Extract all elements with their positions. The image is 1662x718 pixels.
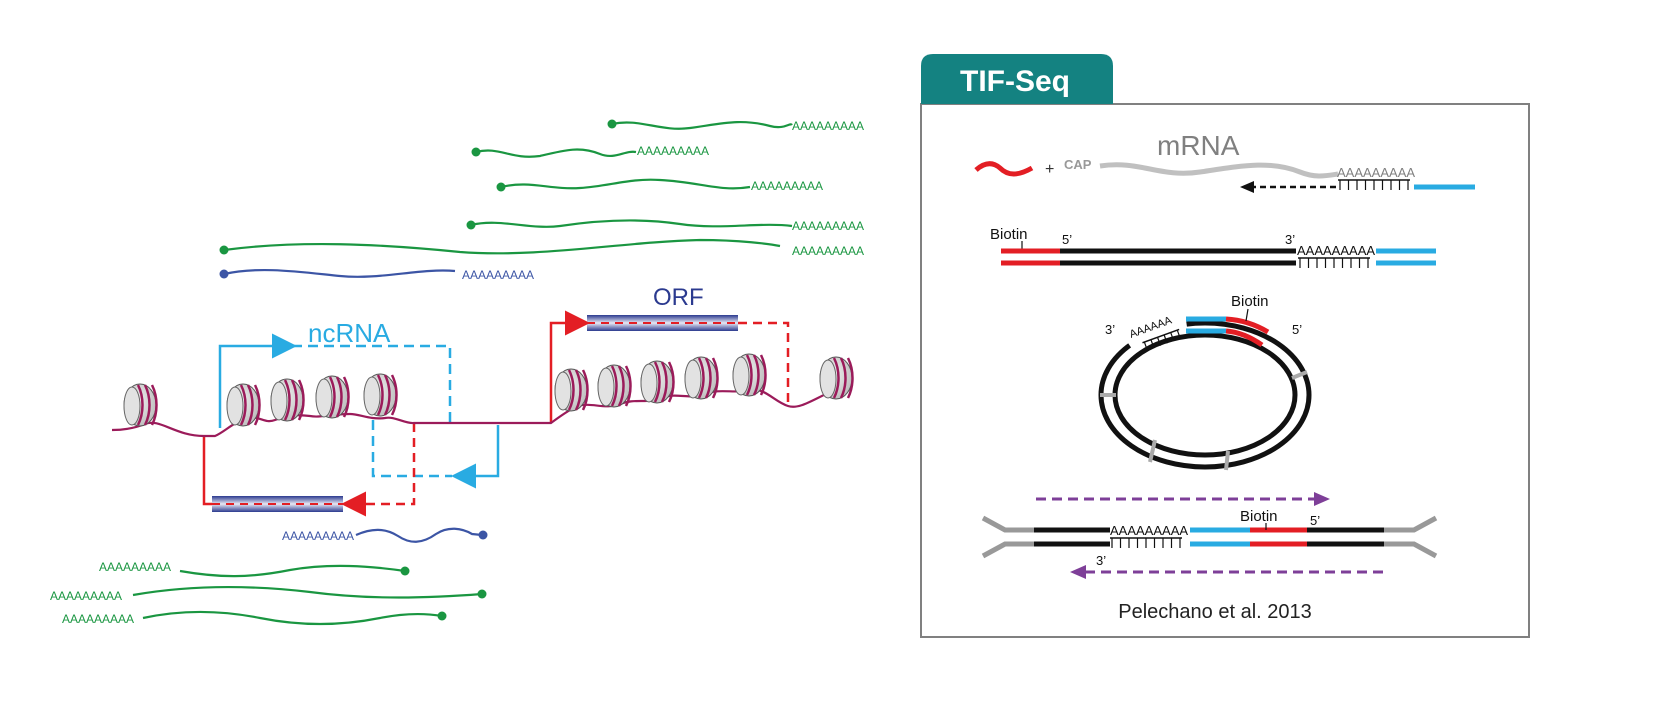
polya-tail: AAAAAAAAA [462, 268, 534, 282]
polya-tail: AAAAAAAAA [637, 144, 709, 158]
bottom-transcripts: AAAAAAAAA AAAAAAAAA AAAAAAAAA [50, 560, 487, 626]
library-polya: AAAAAAAAA [1110, 523, 1188, 538]
tifseq-panel: TIF-Seq + CAP mRNA AAAAAAAAA Biotin 5’ 3… [920, 54, 1530, 638]
polya-tail: AAAAAAAAA [792, 244, 864, 258]
mrna-strand [1099, 162, 1339, 179]
orf-label: ORF [653, 284, 704, 311]
five-prime-label-1: 5’ [1062, 232, 1072, 247]
antisense-orf-bar [212, 496, 343, 512]
nucleosome [640, 360, 675, 404]
transcript-top-5: AAAAAAAAA [219, 238, 864, 258]
transcript-bottom-1: AAAAAAAAA [99, 560, 410, 578]
biotin-label-1: Biotin [990, 226, 1028, 243]
biotin-label-2: Biotin [1231, 293, 1269, 310]
ncrna-feature: ncRNA [218, 318, 500, 489]
transcript-bottom-blue: AAAAAAAAA [282, 527, 488, 543]
polya-tail: AAAAAAAAA [792, 119, 864, 133]
nucleosome [819, 356, 854, 400]
oligo-dt [1338, 179, 1410, 190]
antisense-orf-feature [202, 423, 416, 517]
plus-sign: + [1045, 161, 1054, 178]
ncrna-sense-arrow [218, 333, 297, 428]
three-prime-label-1: 3’ [1285, 232, 1295, 247]
transcript-top-4: AAAAAAAAA [466, 219, 864, 233]
mrna-label: mRNA [1157, 130, 1240, 161]
transcript-bottom-2: AAAAAAAAA [50, 585, 487, 603]
three-prime-label-2: 3’ [1105, 322, 1115, 337]
panel-title: TIF-Seq [960, 65, 1070, 98]
orf-feature: ORF [549, 284, 790, 423]
step-library: AAAAAAAAA Biotin 5’ 3’ [981, 492, 1438, 579]
orf-sense-arrow [549, 310, 590, 423]
citation: Pelechano et al. 2013 [1118, 601, 1312, 623]
nucleosome [363, 373, 398, 417]
polya-tail: AAAAAAAAA [282, 529, 354, 543]
polya-tail: AAAAAAAAA [50, 589, 122, 603]
transcript-top-2: AAAAAAAAA [471, 144, 709, 158]
cdna-polya: AAAAAAAAA [1297, 243, 1375, 258]
step-full-length-cdna: Biotin 5’ 3’ AAAAAAAAA [990, 226, 1436, 268]
nucleosome [123, 383, 158, 427]
oligo-dt [1142, 328, 1181, 351]
transcript-top-blue: AAAAAAAAA [219, 268, 534, 282]
panel-header-tab [921, 54, 1113, 104]
transcript-top-3: AAAAAAAAA [496, 178, 823, 193]
chromatin-fiber [111, 388, 836, 438]
nucleosome [554, 368, 589, 412]
polya-tail: AAAAAAAAA [99, 560, 171, 574]
nucleosome [270, 378, 305, 422]
five-prime-label-2: 5’ [1292, 322, 1302, 337]
nucleosome [732, 353, 767, 397]
top-transcripts: AAAAAAAAA AAAAAAAAA AAAAAAAAA AAAAAAAAA [219, 119, 864, 282]
transcript-bottom-3: AAAAAAAAA [62, 610, 447, 626]
polya-tail: AAAAAAAAA [62, 612, 134, 626]
mrna-polya: AAAAAAAAA [1337, 165, 1415, 180]
reverse-primer-arrow [1070, 565, 1086, 579]
step-cap-ligation: + CAP mRNA AAAAAAAAA [974, 130, 1475, 193]
polya-tail: AAAAAAAAA [792, 219, 864, 233]
oligo-dt [1298, 257, 1370, 268]
panel-frame [920, 103, 1530, 638]
cap-label: CAP [1064, 157, 1092, 172]
forward-primer-arrow [1314, 492, 1330, 506]
nucleosome [684, 356, 719, 400]
biotin-label-3: Biotin [1240, 508, 1278, 525]
ncrna-antisense-arrow [451, 425, 500, 489]
rt-arrow [1240, 181, 1254, 193]
transcript-top-1: AAAAAAAAA [607, 119, 864, 133]
three-prime-label-3: 3’ [1096, 553, 1106, 568]
nucleosomes [123, 353, 854, 427]
locus-illustration: AAAAAAAAA AAAAAAAAA AAAAAAAAA AAAAAAAAA [50, 119, 864, 626]
nucleosome [226, 383, 261, 427]
oligo-dt [1110, 537, 1182, 548]
nucleosome [315, 375, 350, 419]
ncrna-label: ncRNA [308, 318, 391, 348]
five-prime-label-3: 5’ [1310, 513, 1320, 528]
rna-oligo [974, 161, 1034, 177]
antisense-orf-arrow [341, 423, 416, 517]
nucleosome [597, 364, 632, 408]
polya-tail: AAAAAAAAA [751, 179, 823, 193]
